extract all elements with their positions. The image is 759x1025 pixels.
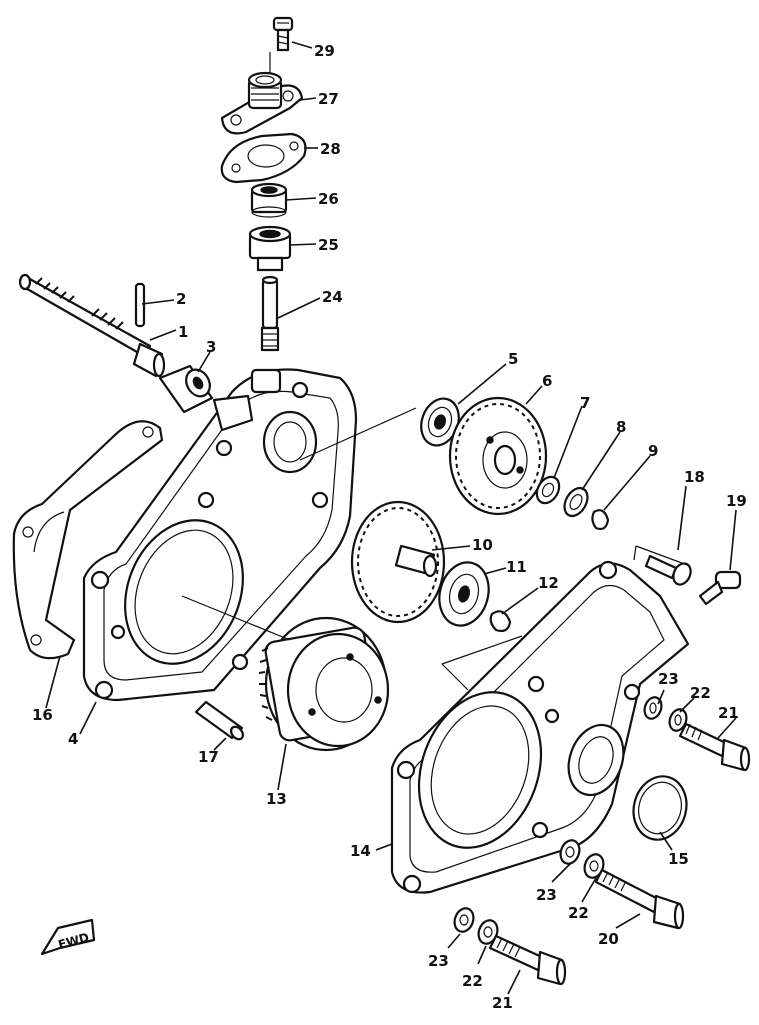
- gear-6: [448, 396, 548, 516]
- washer-23-lower: [453, 907, 475, 933]
- screw-29: [272, 16, 294, 52]
- callout-23-middle: 23: [536, 886, 557, 904]
- callout-21-lower: 21: [492, 994, 513, 1012]
- callout-2: 2: [176, 290, 186, 308]
- circlip-9: [591, 509, 610, 531]
- callout-22-middle: 22: [568, 904, 589, 922]
- callout-22-lower: 22: [462, 972, 483, 990]
- leader-lines: [45, 41, 737, 995]
- callout-27: 27: [318, 90, 339, 108]
- gear-housing-13: [258, 616, 390, 752]
- bolt-21-lower: [488, 934, 567, 986]
- callout-23-upper: 23: [658, 670, 679, 688]
- crankcase-cover-4: [82, 368, 358, 702]
- callout-16: 16: [32, 706, 53, 724]
- washer-23-middle: [559, 839, 581, 865]
- callout-28: 28: [320, 140, 341, 158]
- collar-3: [158, 364, 214, 414]
- worm-shaft-1: [18, 273, 166, 378]
- callout-19: 19: [726, 492, 747, 510]
- screw-19: [698, 570, 742, 606]
- callout-12: 12: [538, 574, 559, 592]
- callout-labels: 1 2 3 4 5 6 7 8 9 10 11 12 13 14 15 16 1…: [32, 42, 747, 1012]
- callout-29: 29: [314, 42, 335, 60]
- callout-22-upper: 22: [690, 684, 711, 702]
- oil-seal-ring-15: [632, 775, 688, 841]
- callout-1: 1: [178, 323, 188, 341]
- callout-18: 18: [684, 468, 705, 486]
- washer-7: [535, 475, 561, 505]
- pin-2: [134, 282, 146, 328]
- callout-24: 24: [322, 288, 343, 306]
- driven-gear-shaft-24: [260, 275, 280, 352]
- callout-21-upper: 21: [718, 704, 739, 722]
- callout-7: 7: [580, 394, 590, 412]
- washer-23-upper: [643, 696, 663, 720]
- callout-26: 26: [318, 190, 339, 208]
- fwd-arrow-icon: FWD: [40, 918, 96, 956]
- callout-20: 20: [598, 930, 619, 948]
- callout-3: 3: [206, 338, 216, 356]
- washer-8: [563, 486, 589, 518]
- bolt-20: [594, 868, 685, 930]
- callout-11: 11: [506, 558, 527, 576]
- callout-17: 17: [198, 748, 219, 766]
- bearing-11: [438, 561, 490, 627]
- oil-fitting-27: [220, 71, 304, 135]
- callout-10: 10: [472, 536, 493, 554]
- bearing-5: [420, 397, 460, 447]
- outer-cover-14: [390, 560, 690, 894]
- gasket-28: [220, 132, 307, 184]
- gear-10: [350, 500, 446, 624]
- callout-8: 8: [616, 418, 626, 436]
- callout-6: 6: [542, 372, 552, 390]
- dowel-pin-17: [194, 700, 245, 741]
- callout-9: 9: [648, 442, 658, 460]
- alignment-lines: [181, 52, 691, 691]
- callout-4: 4: [68, 730, 78, 748]
- callout-23-lower: 23: [428, 952, 449, 970]
- screw-18: [644, 554, 692, 586]
- bushing-25: [248, 225, 292, 272]
- callout-14: 14: [350, 842, 371, 860]
- callout-25: 25: [318, 236, 339, 254]
- oil-seal-26: [250, 182, 288, 218]
- bolt-21-upper: [678, 722, 751, 772]
- gasket-16: [12, 420, 164, 660]
- circlip-12: [489, 610, 512, 633]
- callout-13: 13: [266, 790, 287, 808]
- callout-5: 5: [508, 350, 518, 368]
- callout-15: 15: [668, 850, 689, 868]
